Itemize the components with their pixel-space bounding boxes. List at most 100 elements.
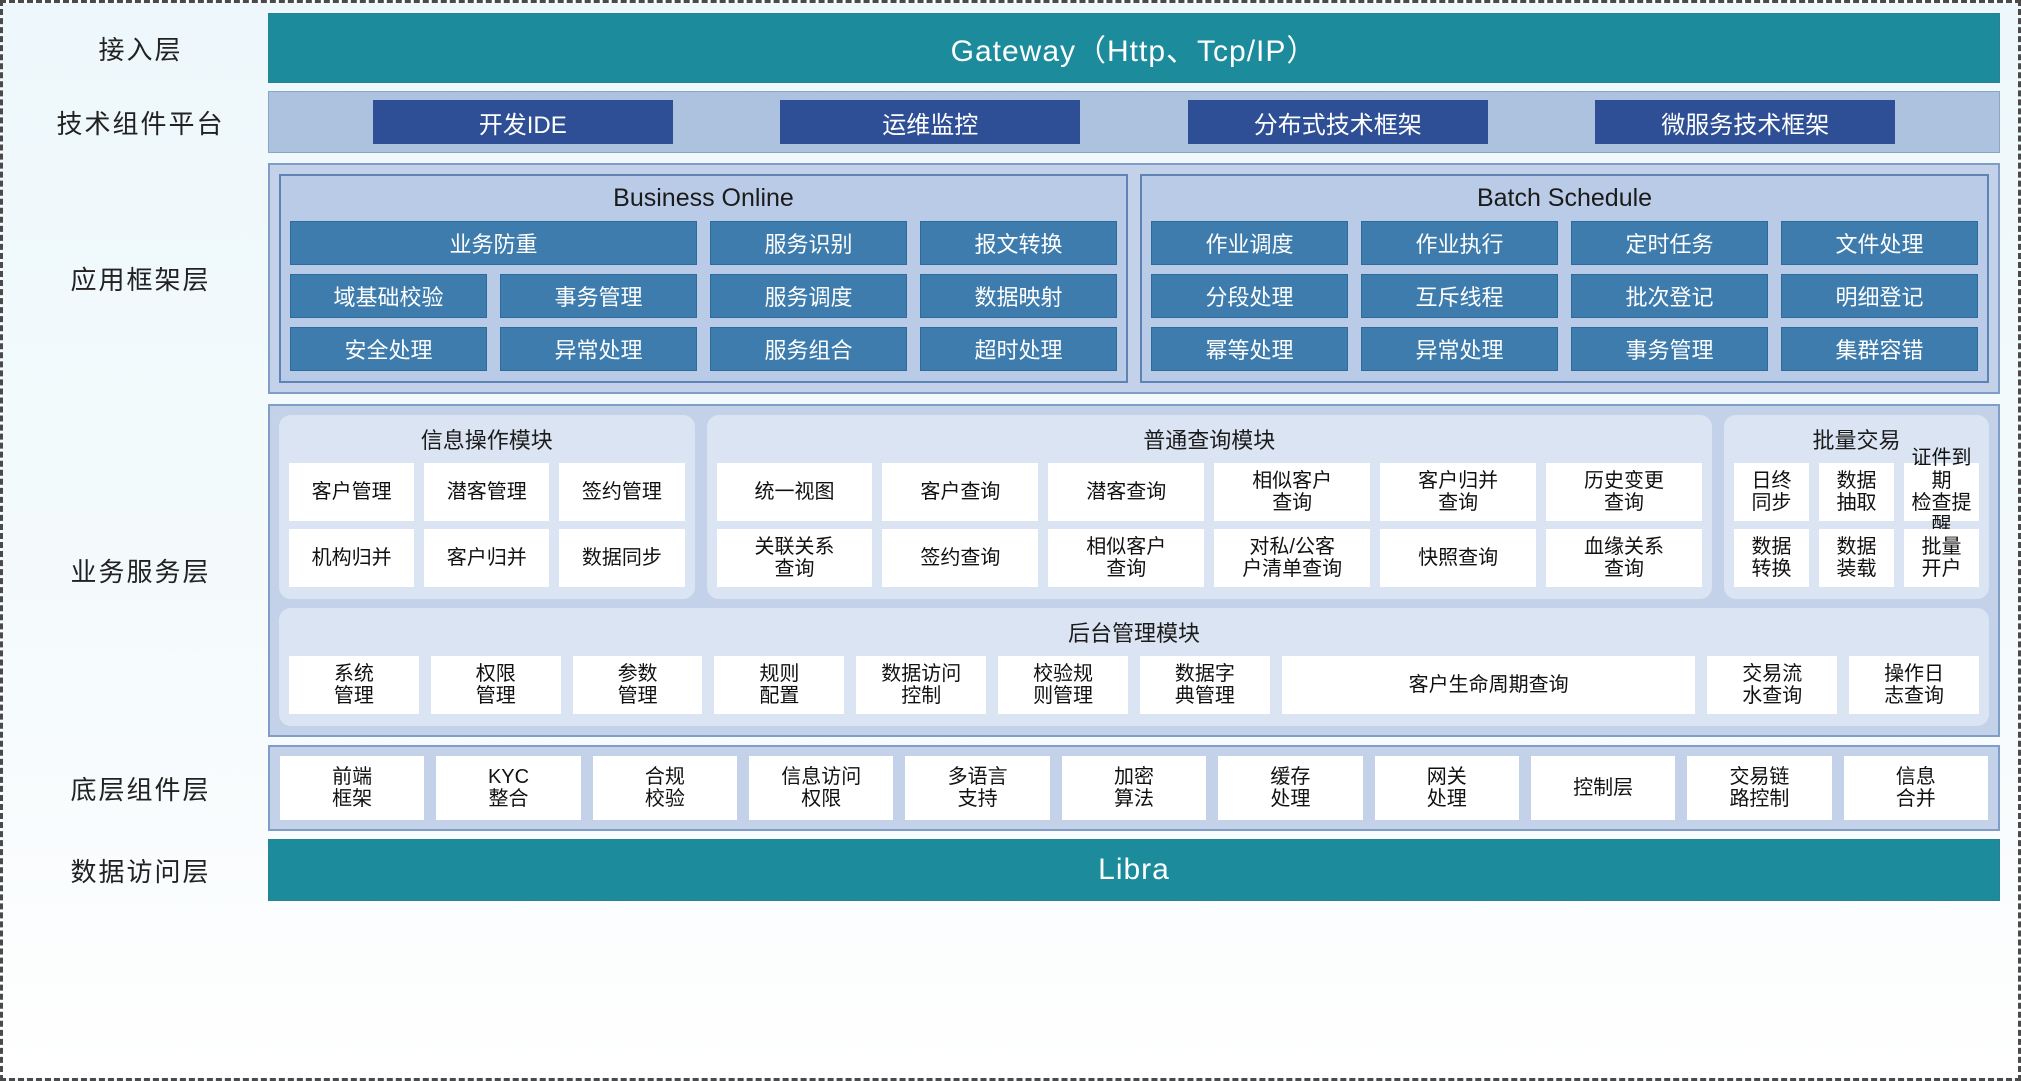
business-service-admin-row: 后台管理模块 系统管理 权限管理 参数管理 规则配置 数据访问控制 校验规则管理… [279, 608, 1989, 726]
admin-chip-operation-log-query[interactable]: 操作日志查询 [1849, 656, 1979, 714]
layer-body-data-access: Libra [268, 839, 2000, 901]
module-title-batch-transaction: 批量交易 [1812, 428, 1901, 453]
module-admin-management: 后台管理模块 系统管理 权限管理 参数管理 规则配置 数据访问控制 校验规则管理… [279, 608, 1989, 726]
admin-chip-system-mgmt[interactable]: 系统管理 [289, 656, 419, 714]
module-batch-transaction: 批量交易 日终同步 数据抽取 证件到期检查提醒 数据转换 数据装载 批量开户 [1723, 415, 1989, 599]
af-chip-service-schedule[interactable]: 服务调度 [710, 274, 907, 318]
bc-chip-frontend-framework[interactable]: 前端框架 [280, 756, 425, 820]
af-chip-segment-process[interactable]: 分段处理 [1151, 274, 1348, 318]
af-chip-timed-task[interactable]: 定时任务 [1571, 221, 1768, 265]
bs-chip-contract-query[interactable]: 签约查询 [882, 529, 1039, 587]
module-grid-admin-management: 系统管理 权限管理 参数管理 规则配置 数据访问控制 校验规则管理 数据字典管理… [289, 656, 1979, 714]
bs-chip-similar-customer-query[interactable]: 相似客户查询 [1214, 463, 1371, 521]
app-group-title-business-online: Business Online [613, 184, 794, 212]
af-chip-domain-validation[interactable]: 域基础校验 [290, 274, 487, 318]
bs-chip-cert-expiry-reminder[interactable]: 证件到期检查提醒 [1903, 447, 1979, 536]
admin-chip-customer-lifecycle-query[interactable]: 客户生命周期查询 [1281, 656, 1696, 714]
module-title-info-operation: 信息操作模块 [420, 428, 553, 453]
bs-chip-data-sync[interactable]: 数据同步 [559, 529, 685, 587]
af-chip-idempotent-process[interactable]: 幂等处理 [1151, 327, 1348, 371]
bs-chip-unified-view[interactable]: 统一视图 [716, 463, 873, 521]
bc-chip-control-layer[interactable]: 控制层 [1530, 756, 1676, 820]
spacer [13, 153, 2000, 163]
bs-chip-customer-query[interactable]: 客户查询 [882, 463, 1039, 521]
layer-label-tech: 技术组件平台 [56, 109, 225, 140]
bs-chip-prospect-query[interactable]: 潜客查询 [1048, 463, 1205, 521]
app-group-title-batch-schedule: Batch Schedule [1476, 184, 1653, 212]
module-general-query: 普通查询模块 统一视图 客户查询 潜客查询 相似客户查询 客户归并查询 历史变更… [706, 415, 1712, 599]
bs-chip-eod-sync[interactable]: 日终同步 [1733, 463, 1809, 521]
layer-body-app-framework: Business Online 业务防重 服务识别 报文转换 域基础校验 事务管… [268, 163, 2000, 394]
af-chip-service-composition[interactable]: 服务组合 [710, 327, 907, 371]
af-chip-business-anti-dup[interactable]: 业务防重 [290, 221, 697, 265]
af-chip-cluster-fault-tolerance[interactable]: 集群容错 [1781, 327, 1978, 371]
admin-chip-transaction-flow-query[interactable]: 交易流水查询 [1707, 656, 1838, 714]
admin-chip-permission-mgmt[interactable]: 权限管理 [430, 656, 561, 714]
admin-chip-parameter-mgmt[interactable]: 参数管理 [572, 656, 703, 714]
af-chip-detail-register[interactable]: 明细登记 [1781, 274, 1978, 318]
af-chip-batch-register[interactable]: 批次登记 [1571, 274, 1768, 318]
bc-chip-info-access-permission[interactable]: 信息访问权限 [749, 756, 894, 820]
app-group-batch-schedule: Batch Schedule 作业调度 作业执行 定时任务 文件处理 分段处理 … [1140, 174, 1989, 383]
tech-chip-ops-monitor[interactable]: 运维监控 [780, 100, 1081, 144]
bs-chip-lineage-query[interactable]: 血缘关系查询 [1546, 529, 1702, 587]
layer-row-access: 接入层 Gateway（Http、Tcp/IP） [13, 13, 2000, 83]
af-chip-transaction-mgmt[interactable]: 事务管理 [500, 274, 697, 318]
af-chip-batch-transaction-mgmt[interactable]: 事务管理 [1571, 327, 1768, 371]
module-grid-batch-transaction: 日终同步 数据抽取 证件到期检查提醒 数据转换 数据装载 批量开户 [1733, 447, 1979, 587]
bs-chip-prospect-mgmt[interactable]: 潜客管理 [424, 463, 550, 521]
af-chip-message-convert[interactable]: 报文转换 [920, 221, 1117, 265]
bc-chip-gateway-process[interactable]: 网关处理 [1374, 756, 1519, 820]
af-chip-timeout-process[interactable]: 超时处理 [920, 327, 1117, 371]
bc-chip-encryption-algorithm[interactable]: 加密算法 [1061, 756, 1207, 820]
bs-chip-customer-mgmt[interactable]: 客户管理 [289, 463, 415, 521]
bs-chip-private-public-customer-list-query[interactable]: 对私/公客户清单查询 [1214, 529, 1371, 587]
bc-chip-transaction-link-control[interactable]: 交易链路控制 [1687, 756, 1832, 820]
bs-chip-batch-account-open[interactable]: 批量开户 [1903, 529, 1979, 587]
layer-label-access: 接入层 [98, 35, 183, 66]
af-chip-batch-exception-process[interactable]: 异常处理 [1361, 327, 1558, 371]
tech-chip-distributed-framework[interactable]: 分布式技术框架 [1187, 100, 1488, 144]
spacer [13, 394, 2000, 404]
admin-chip-validation-rule-mgmt[interactable]: 校验规则管理 [998, 656, 1128, 714]
af-chip-mutex-thread[interactable]: 互斥线程 [1361, 274, 1558, 318]
bs-chip-data-transform[interactable]: 数据转换 [1733, 529, 1809, 587]
bc-chip-multilingual-support[interactable]: 多语言支持 [905, 756, 1050, 820]
bc-chip-info-merge[interactable]: 信息合并 [1843, 756, 1988, 820]
bs-chip-history-change-query[interactable]: 历史变更查询 [1546, 463, 1702, 521]
af-chip-security-process[interactable]: 安全处理 [290, 327, 487, 371]
layer-body-access: Gateway（Http、Tcp/IP） [268, 13, 2000, 83]
bs-chip-contract-mgmt[interactable]: 签约管理 [559, 463, 685, 521]
layer-label-business-service: 业务服务层 [70, 558, 211, 588]
bs-chip-org-merge[interactable]: 机构归并 [289, 529, 415, 587]
tech-chip-ide[interactable]: 开发IDE [372, 100, 673, 144]
bs-chip-snapshot-query[interactable]: 快照查询 [1380, 529, 1537, 587]
af-chip-data-mapping[interactable]: 数据映射 [920, 274, 1117, 318]
bs-chip-customer-merge[interactable]: 客户归并 [424, 529, 550, 587]
admin-chip-rule-config[interactable]: 规则配置 [714, 656, 845, 714]
bc-chip-compliance-check[interactable]: 合规校验 [592, 756, 738, 820]
af-chip-service-identify[interactable]: 服务识别 [710, 221, 907, 265]
af-chip-exception-process[interactable]: 异常处理 [500, 327, 697, 371]
admin-chip-data-dictionary-mgmt[interactable]: 数据字典管理 [1139, 656, 1270, 714]
af-chip-job-execute[interactable]: 作业执行 [1361, 221, 1558, 265]
bs-chip-data-load[interactable]: 数据装载 [1818, 529, 1894, 587]
af-chip-file-process[interactable]: 文件处理 [1781, 221, 1978, 265]
af-chip-job-schedule[interactable]: 作业调度 [1151, 221, 1348, 265]
admin-chip-data-access-control[interactable]: 数据访问控制 [856, 656, 987, 714]
bc-chip-cache-process[interactable]: 缓存处理 [1218, 756, 1363, 820]
layer-row-tech: 技术组件平台 开发IDE 运维监控 分布式技术框架 微服务技术框架 [13, 91, 2000, 153]
tech-chip-microservice-framework[interactable]: 微服务技术框架 [1595, 100, 1896, 144]
bs-chip-relation-query[interactable]: 关联关系查询 [716, 529, 873, 587]
bs-chip-similar-customer-query-2[interactable]: 相似客户查询 [1048, 529, 1205, 587]
module-grid-general-query: 统一视图 客户查询 潜客查询 相似客户查询 客户归并查询 历史变更查询 关联关系… [716, 463, 1702, 587]
spacer [13, 83, 2000, 91]
spacer [13, 737, 2000, 745]
bs-chip-customer-merge-query[interactable]: 客户归并查询 [1380, 463, 1537, 521]
layer-label-app-framework: 应用框架层 [70, 266, 211, 296]
bs-chip-data-extract[interactable]: 数据抽取 [1818, 463, 1894, 521]
